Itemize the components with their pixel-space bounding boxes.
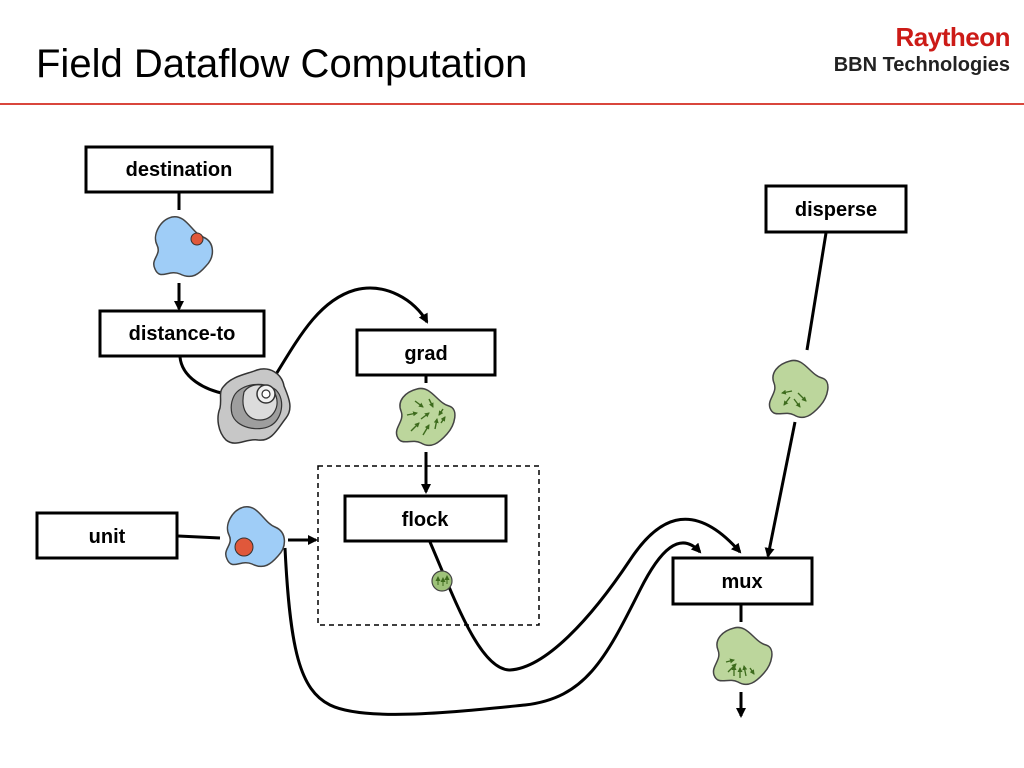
destination-node: destination (84, 145, 274, 194)
connections (174, 192, 828, 718)
destination-label: destination (126, 159, 233, 181)
disperse-label: disperse (795, 199, 877, 221)
edge-flock-to-mux (428, 517, 742, 672)
edge-disperse-to-field (805, 232, 828, 351)
logo-subtitle: BBN Technologies (833, 54, 1010, 76)
edge-disperse-field-to-mux (764, 421, 797, 558)
logo-brand: Raytheon (895, 22, 1011, 52)
edge-unit-to-mux (283, 541, 702, 716)
unit-field-icon (225, 505, 286, 568)
header-rule (0, 103, 1024, 105)
unit-node: unit (35, 511, 179, 560)
grad-node: grad (355, 328, 497, 377)
gradient-field-icon (395, 387, 456, 447)
flock-output-field-icon (431, 570, 453, 592)
raytheon-bbn-logo: Raytheon BBN Technologies (833, 22, 1011, 76)
distance-field-icon (217, 368, 291, 444)
destination-field-icon (153, 215, 214, 278)
distance-to-node: distance-to (98, 309, 266, 358)
edge-distance-to-curve (178, 356, 227, 396)
flock-node: flock (343, 494, 508, 543)
unit-label: unit (89, 526, 126, 548)
flock-region (317, 465, 540, 626)
disperse-field-icon (768, 359, 829, 419)
mux-output-field-icon (712, 626, 773, 686)
edge-distance-field-to-grad (273, 286, 429, 377)
flock-label: flock (402, 509, 450, 531)
disperse-node: disperse (764, 184, 908, 234)
distance-to-label: distance-to (129, 323, 236, 345)
grad-label: grad (404, 343, 447, 365)
mux-node: mux (671, 556, 814, 606)
edge-unit-to-field (177, 534, 221, 540)
mux-label: mux (721, 571, 762, 593)
slide-title: Field Dataflow Computation (36, 42, 528, 86)
